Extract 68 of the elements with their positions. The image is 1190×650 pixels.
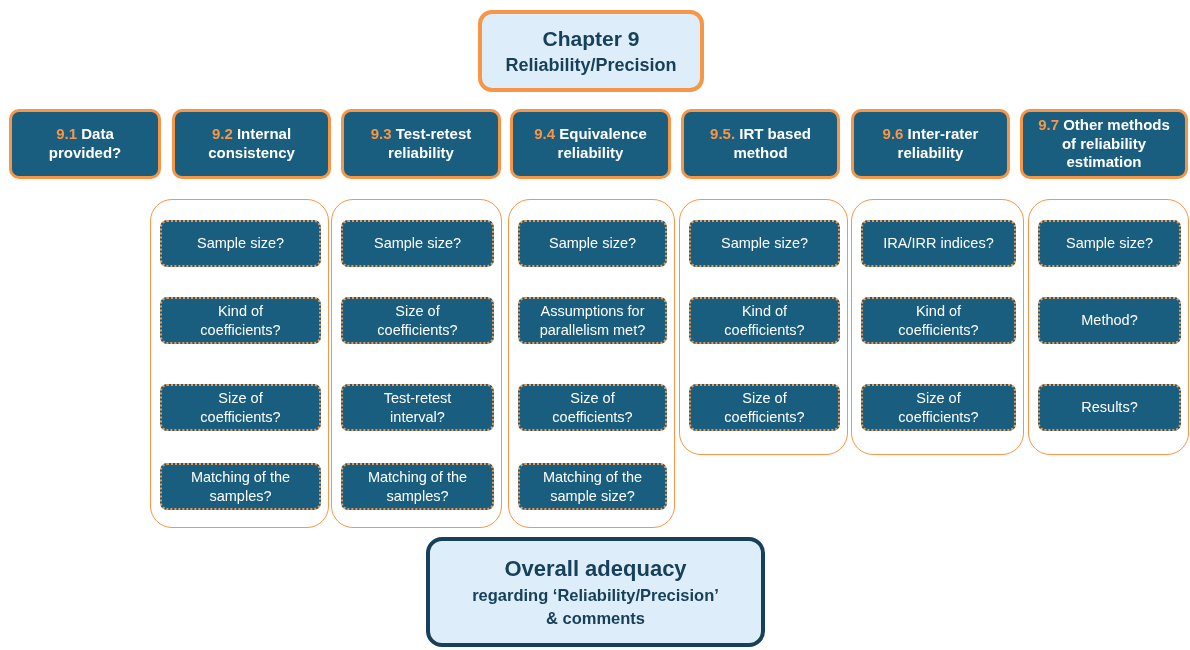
subheading: Reliability/Precision [504,54,678,78]
question-text: Sample size? [196,234,284,253]
heading: Chapter 9 [541,25,641,52]
question-text: Sample size? [373,234,461,253]
question-text: Kind of coefficients? [199,301,282,340]
question-text: IRA/IRR indices? [883,234,994,253]
question-box [341,297,494,344]
section-heading: 9.6 Inter-rater reliability [881,125,980,163]
question-box [518,297,667,344]
question-box [518,463,667,510]
question-text: Sample size? [720,234,808,253]
question-box [1038,384,1181,431]
question-text: Size of coefficients? [199,388,282,427]
section-heading: 9.2 Internal consistency [207,125,296,163]
question-box [160,384,321,431]
group-panel [679,199,848,455]
question-box [160,463,321,510]
question-box [341,384,494,431]
question-text: Matching of the samples? [189,467,292,506]
chapter-box [478,10,704,92]
question-box [689,297,840,344]
subheading: regarding ‘Reliability/Precision’ & comments [471,585,720,630]
section-box [681,109,840,179]
summary-box [426,537,765,647]
question-box [160,220,321,267]
group-panel [150,199,329,528]
group-panel [1028,199,1189,455]
question-box [518,220,667,267]
question-box [160,297,321,344]
question-text: Kind of coefficients? [897,301,980,340]
question-text: Test-retest interval? [382,388,453,427]
section-box [1020,109,1188,179]
question-box [1038,220,1181,267]
question-box [861,220,1016,267]
section-box [9,109,161,179]
question-box [341,463,494,510]
question-box [689,220,840,267]
section-heading: 9.4 Equivalence reliability [533,125,648,163]
question-box [861,384,1016,431]
section-heading: 9.1 Data provided? [47,125,123,163]
question-text: Results? [1081,398,1138,417]
question-box [1038,297,1181,344]
question-text: Matching of the sample size? [541,467,644,506]
section-box [172,109,331,179]
group-panel [331,199,502,528]
question-box [341,220,494,267]
question-text: Kind of coefficients? [723,301,806,340]
question-text: Assumptions for parallelism met? [538,301,647,340]
group-panel [508,199,675,528]
group-panel [851,199,1024,455]
question-box [518,384,667,431]
section-box [851,109,1010,179]
question-text: Size of coefficients? [551,388,634,427]
question-box [861,297,1016,344]
section-box [341,109,501,179]
question-text: Sample size? [548,234,636,253]
section-heading: 9.5. IRT based method [709,125,812,163]
section-box [510,109,671,179]
section-heading: 9.7 Other methods of reliability estimation [1037,115,1171,173]
section-heading: 9.3 Test-retest reliability [369,125,473,163]
question-text: Size of coefficients? [723,388,806,427]
question-text: Size of coefficients? [897,388,980,427]
question-text: Sample size? [1065,234,1153,253]
question-text: Size of coefficients? [376,301,459,340]
question-text: Matching of the samples? [366,467,469,506]
question-box [689,384,840,431]
question-text: Method? [1081,311,1138,330]
heading: Overall adequacy [503,554,688,583]
